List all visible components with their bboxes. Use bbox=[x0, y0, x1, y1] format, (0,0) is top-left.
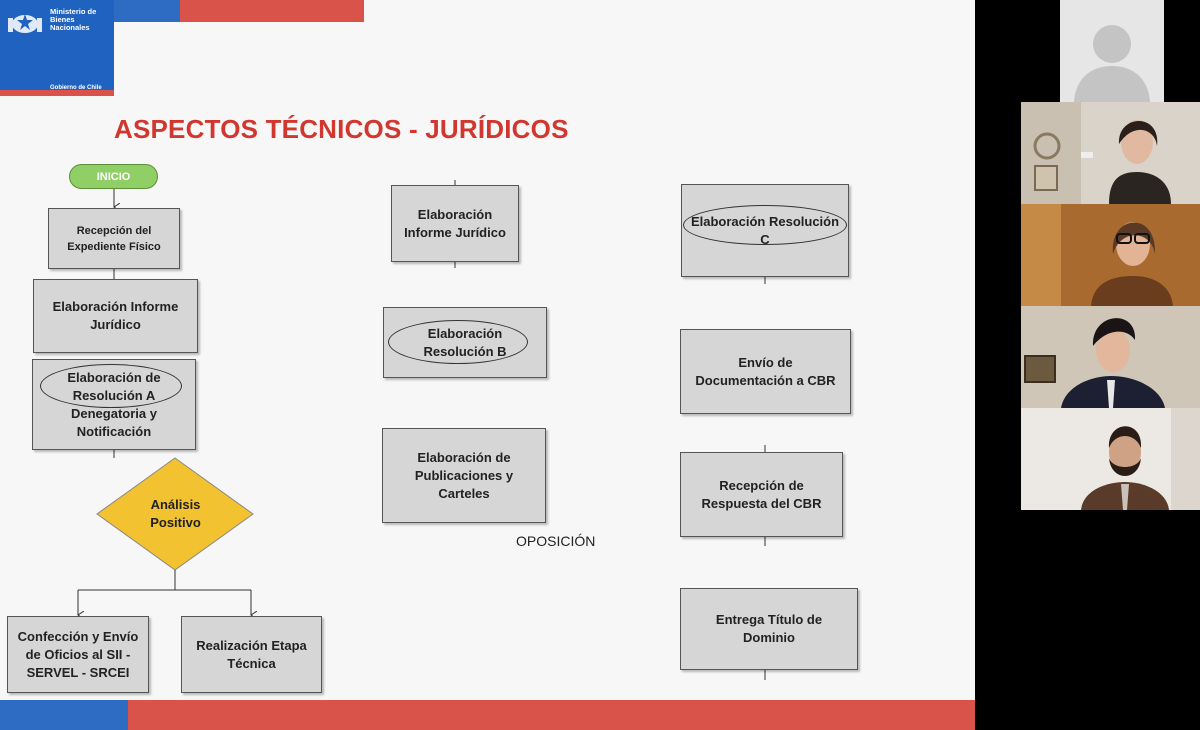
logo-text-line2: Bienes bbox=[50, 15, 75, 24]
node-text: Expediente Físico bbox=[67, 240, 161, 253]
node-text: Elaboración de bbox=[417, 449, 511, 465]
avatar-placeholder bbox=[1060, 0, 1164, 102]
logo-red-strip bbox=[0, 90, 114, 96]
node-text: Dominio bbox=[742, 630, 795, 645]
node-text: Respuesta del CBR bbox=[701, 495, 822, 511]
presentation-slide: Ministerio de Bienes Nacionales Gobierno… bbox=[0, 0, 975, 730]
node-text: de Oficios al SII - bbox=[25, 646, 131, 662]
node-text: Denegatoria y bbox=[71, 405, 157, 421]
highlight-ellipse-c bbox=[683, 205, 847, 245]
node-text: Envío de bbox=[738, 354, 793, 370]
top-red-bar bbox=[180, 0, 364, 22]
highlight-ellipse-a bbox=[40, 364, 182, 408]
node-text: Elaboración Informe bbox=[52, 299, 179, 314]
node-text: Análisis bbox=[150, 497, 201, 512]
logo-text-line1: Ministerio de bbox=[50, 7, 97, 16]
video-tile-4[interactable] bbox=[1021, 408, 1200, 510]
node-publicaciones-carteles: Elaboración de Publicaciones y Carteles bbox=[382, 428, 546, 523]
node-text: Carteles bbox=[438, 485, 490, 501]
logo-footer: Gobierno de Chile bbox=[50, 85, 102, 91]
decision-analisis-positivo: Análisis Positivo bbox=[98, 496, 253, 532]
user-avatar-icon bbox=[1074, 25, 1150, 102]
node-text: Informe Jurídico bbox=[404, 224, 506, 240]
node-text: Confección y Envío bbox=[17, 628, 139, 644]
slide-title: ASPECTOS TÉCNICOS - JURÍDICOS bbox=[114, 114, 569, 144]
video-tile-3[interactable] bbox=[1021, 306, 1200, 408]
node-text: Recepción del bbox=[76, 224, 152, 237]
participant-video-1 bbox=[1021, 102, 1200, 204]
node-text: Técnica bbox=[227, 655, 276, 671]
ministry-logo: Ministerio de Bienes Nacionales Gobierno… bbox=[0, 0, 114, 96]
node-text: SERVEL - SRCEI bbox=[26, 664, 130, 680]
video-tile-2[interactable] bbox=[1021, 204, 1200, 306]
node-text: Positivo bbox=[150, 515, 201, 530]
node-text: Elaboración bbox=[417, 206, 493, 222]
flowchart-connectors bbox=[0, 180, 766, 680]
coat-of-arms-icon bbox=[8, 14, 42, 33]
participant-video-2 bbox=[1021, 204, 1200, 306]
highlight-ellipse-b bbox=[388, 320, 528, 364]
node-envio-cbr: Envío de Documentación a CBR bbox=[680, 329, 851, 414]
node-entrega-titulo: Entrega Título de Dominio bbox=[680, 588, 858, 670]
label-oposicion: OPOSICIÓN bbox=[516, 533, 596, 549]
node-text: Entrega Título de bbox=[715, 612, 823, 627]
bottom-red-bar bbox=[128, 700, 975, 730]
node-text: Realización Etapa bbox=[196, 637, 307, 653]
start-node: INICIO bbox=[69, 164, 158, 189]
logo-text-line3: Nacionales bbox=[50, 23, 90, 32]
node-text: Jurídico bbox=[90, 317, 141, 332]
node-respuesta-cbr: Recepción de Respuesta del CBR bbox=[680, 452, 843, 537]
participant-video-3 bbox=[1021, 306, 1200, 408]
node-confeccion-oficios: Confección y Envío de Oficios al SII - SER… bbox=[7, 616, 149, 693]
node-text: Recepción de bbox=[719, 477, 804, 493]
node-text: Publicaciones y bbox=[414, 467, 514, 483]
node-text: Notificación bbox=[76, 423, 152, 439]
node-text: Documentación a CBR bbox=[695, 372, 836, 388]
bottom-blue-bar bbox=[0, 700, 128, 730]
participant-video-4 bbox=[1021, 408, 1200, 510]
video-tile-1[interactable] bbox=[1021, 102, 1200, 204]
